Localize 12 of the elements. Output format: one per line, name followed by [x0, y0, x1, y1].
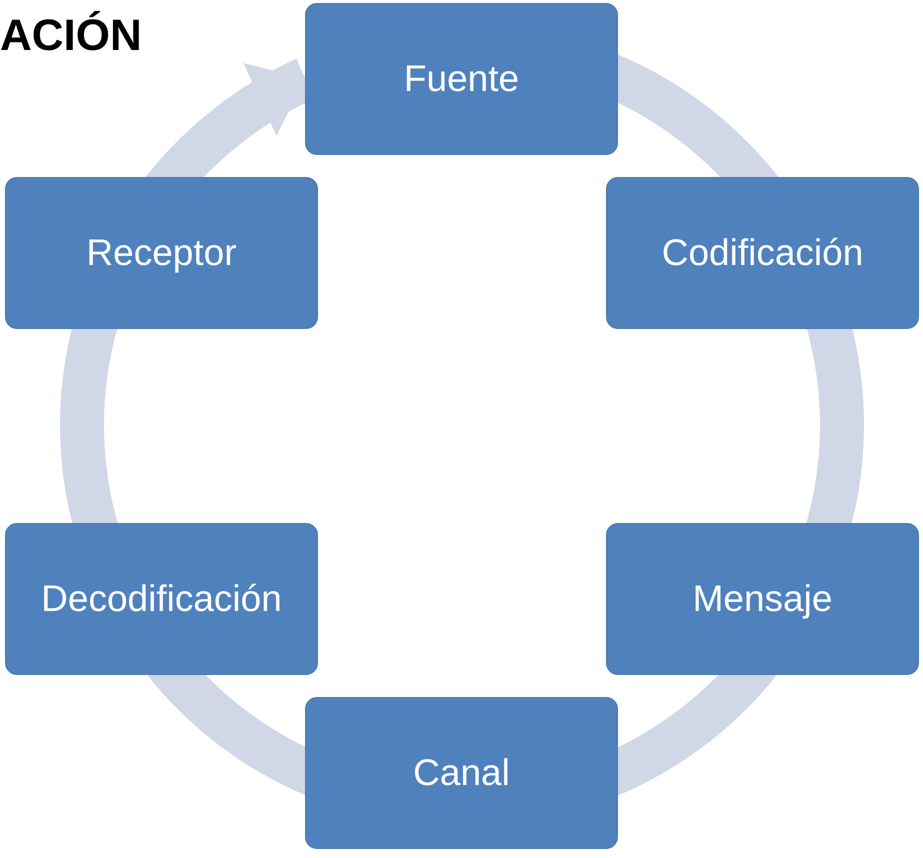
box-label: Codificación [662, 230, 864, 275]
process-box [5, 177, 318, 329]
box-label: Decodificación [41, 576, 282, 621]
process-box [305, 697, 618, 849]
process-box [5, 523, 318, 675]
box-label: Fuente [404, 56, 520, 101]
box-label: Receptor [86, 230, 237, 275]
process-box [606, 523, 919, 675]
box-label: Canal [413, 750, 510, 795]
box-label: Mensaje [692, 576, 832, 621]
process-box [606, 177, 919, 329]
process-box [305, 3, 618, 155]
